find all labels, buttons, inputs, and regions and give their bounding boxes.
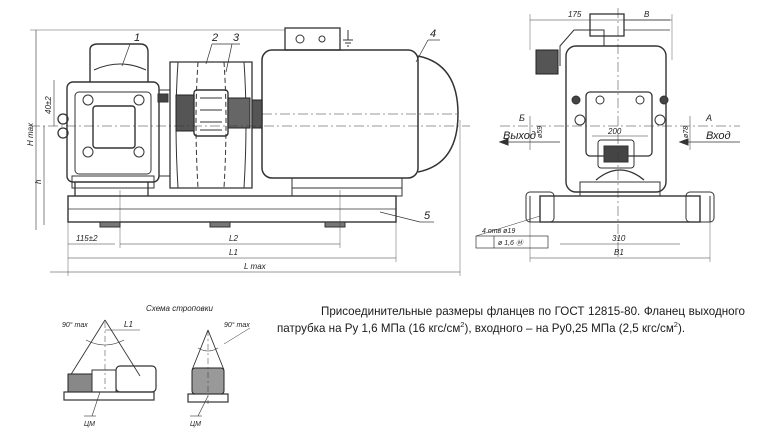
sling-angle-right: 90° max [224, 321, 250, 329]
callout-4: 4 [430, 28, 436, 40]
sling-cm-right: ЦМ [190, 421, 201, 428]
callout-1: 1 [134, 32, 140, 44]
dim-310: 310 [612, 234, 626, 243]
caption-text-1: Присоединительные размеры фланцев по ГОС… [277, 305, 745, 335]
dim-l1: L1 [229, 248, 238, 257]
caption-sup-2: 2 [673, 320, 678, 330]
dim-b: B [644, 10, 650, 19]
sling-l1: L1 [124, 320, 133, 329]
dim-l2: L2 [229, 234, 238, 243]
main-front-view [30, 27, 470, 276]
sling-title: Схема строповки [146, 304, 213, 313]
side-base [539, 195, 701, 223]
callout-2: 2 [211, 32, 218, 44]
sling-angle-left: 90° max [62, 321, 88, 329]
coupling-guard [169, 61, 253, 189]
label-a: A [705, 113, 712, 123]
flange-caption: Присоединительные размеры фланцев по ГОС… [277, 303, 745, 337]
caption-text-3: ). [677, 322, 686, 335]
label-b: Б [519, 113, 525, 123]
inlet-label: Вход [706, 130, 731, 142]
sling-cm-left: ЦМ [84, 421, 95, 428]
sling-scheme-front [63, 319, 157, 417]
dim-175: 175 [568, 10, 582, 19]
sling-scheme [63, 319, 251, 417]
electric-motor [251, 27, 460, 197]
dim-d59: ø59 [537, 126, 544, 138]
callout-3: 3 [233, 32, 240, 44]
side-pump-body [535, 13, 670, 197]
dim-l-max: L max [244, 262, 267, 271]
dim-h: h [34, 179, 43, 184]
holes-label: 4 отв ø19 [482, 228, 515, 235]
side-view [475, 8, 740, 262]
outlet-label: Выход [503, 130, 536, 142]
gear-pump [57, 43, 171, 183]
dim-b1: B1 [614, 248, 624, 257]
caption-sup-1: 2 [460, 320, 465, 330]
dim-200: 200 [607, 127, 622, 136]
caption-text-2: ), входного – на Ру0,25 МПа (2,5 кгс/см [464, 322, 674, 335]
dim-h-max: H max [26, 122, 35, 146]
dim-d78: ø78 [683, 126, 690, 138]
flange-bolt [82, 94, 94, 106]
dim-115: 115±2 [76, 234, 98, 243]
sling-scheme-side [187, 327, 251, 417]
dim-40: 40±2 [44, 96, 53, 114]
tolerance-label: ø 1,6 Ⓜ [498, 239, 524, 247]
callout-5: 5 [424, 210, 431, 222]
